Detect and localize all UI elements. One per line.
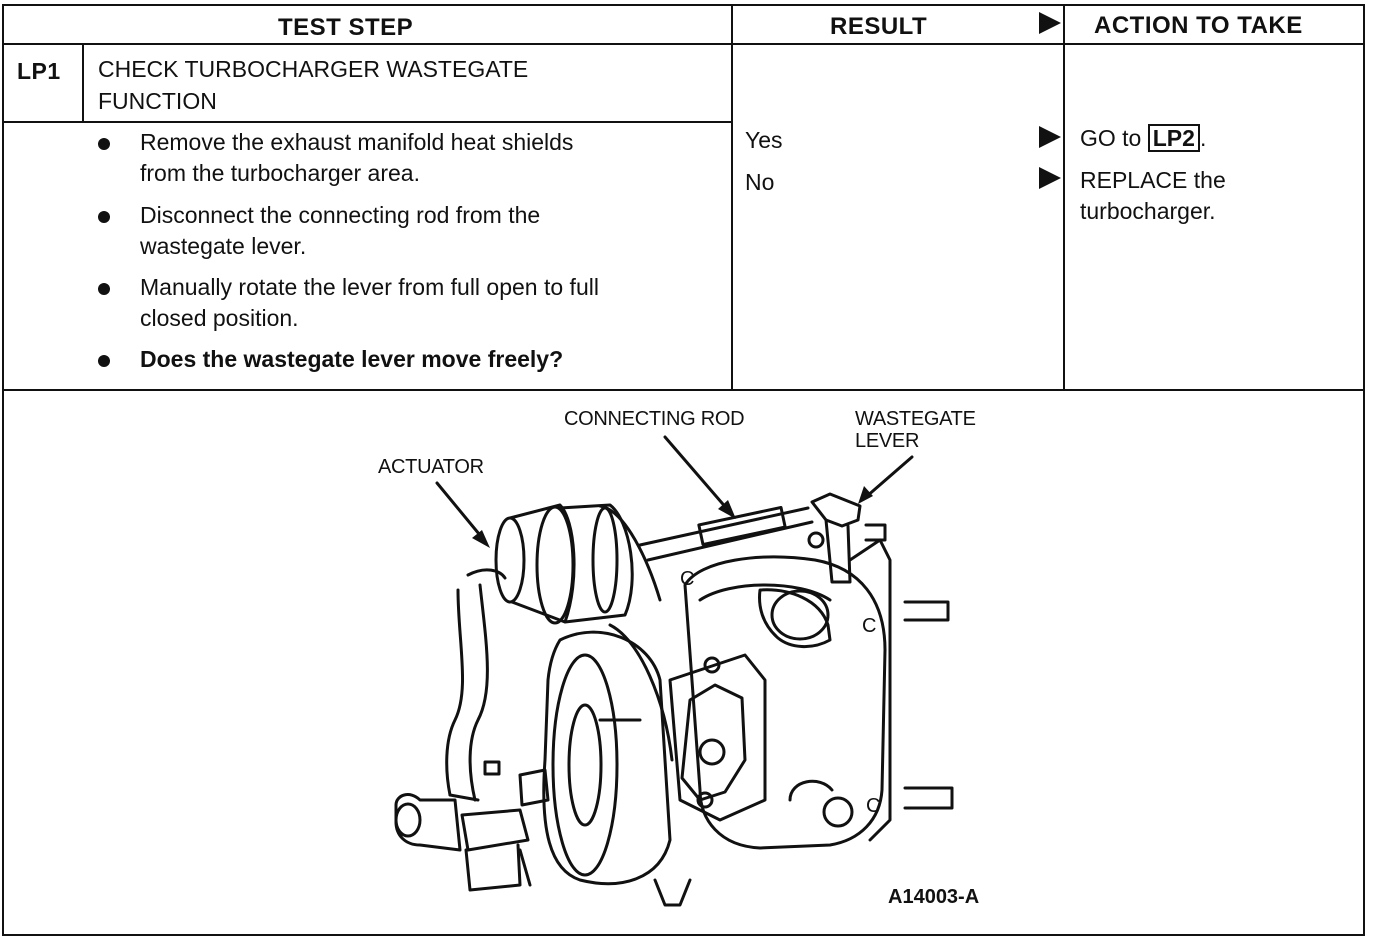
connecting-rod: [638, 505, 814, 562]
flange-stud: [864, 523, 887, 542]
result-no-arrow-icon: [1039, 167, 1061, 189]
bullet-icon: [98, 138, 110, 150]
instruction-1-line2: from the turbocharger area.: [140, 160, 420, 186]
result-yes: Yes: [745, 127, 783, 153]
instruction-2-line2: wastegate lever.: [140, 233, 307, 259]
label-wastegate-line2: LEVER: [855, 430, 920, 452]
header-result: RESULT: [830, 13, 928, 40]
action-yes: GO to LP2.: [1080, 123, 1206, 154]
instruction-3-line2: closed position.: [140, 305, 299, 331]
instruction-3-line1: Manually rotate the lever from full open…: [140, 274, 599, 300]
flange-stud: [903, 600, 950, 622]
action-yes-suffix: .: [1199, 125, 1207, 151]
instruction-2-line1: Disconnect the connecting rod from the: [140, 202, 541, 228]
header-action-to-take: ACTION TO TAKE: [1094, 12, 1303, 39]
test-table: [2, 4, 1365, 936]
compressor-outlet: [394, 760, 550, 892]
lp2-reference-link[interactable]: LP2: [1147, 124, 1200, 152]
wastegate-lever: [807, 492, 862, 584]
callout-arrowheads: [472, 486, 873, 548]
label-wastegate-line1: WASTEGATE: [855, 408, 976, 430]
label-actuator: ACTUATOR: [378, 456, 484, 478]
instruction-4-question: Does the wastegate lever move freely?: [140, 346, 564, 372]
bullet-icon: [98, 283, 110, 295]
compressor-housing: [542, 623, 674, 886]
illustration-divider: [2, 389, 1363, 391]
header-divider: [2, 43, 1363, 45]
step-title-divider: [2, 121, 731, 123]
action-no-line2: turbocharger.: [1080, 198, 1216, 224]
actuator-hose: [445, 568, 507, 802]
header-test-step: TEST STEP: [278, 14, 414, 41]
casting-mark: C: [862, 615, 876, 637]
center-housing: [668, 653, 767, 822]
result-action-divider: [1063, 4, 1065, 391]
step-id: LP1: [17, 58, 61, 84]
casting-mark: C: [866, 795, 880, 817]
action-no-line1: REPLACE the: [1080, 167, 1226, 193]
bullet-icon: [98, 211, 110, 223]
result-no: No: [745, 169, 775, 195]
casting-mark: C: [680, 568, 694, 590]
turbocharger-illustration: C C C: [394, 435, 954, 907]
header-arrow-icon: [1039, 12, 1061, 34]
bullet-icon: [98, 355, 110, 367]
label-connecting-rod: CONNECTING ROD: [564, 408, 745, 430]
callout-leaders: [435, 435, 914, 542]
turbine-housing: [683, 555, 887, 850]
figure-id: A14003-A: [888, 886, 980, 908]
flange-stud: [903, 786, 954, 810]
wastegate-actuator: [494, 503, 662, 625]
step-title-line1: CHECK TURBOCHARGER WASTEGATE: [98, 56, 529, 82]
result-yes-arrow-icon: [1039, 126, 1061, 148]
action-yes-prefix: GO to: [1080, 125, 1148, 151]
instruction-1-line1: Remove the exhaust manifold heat shields: [140, 129, 574, 155]
step-title-line2: FUNCTION: [98, 88, 217, 114]
step-id-divider: [82, 43, 84, 123]
test-step-result-divider: [731, 4, 733, 391]
